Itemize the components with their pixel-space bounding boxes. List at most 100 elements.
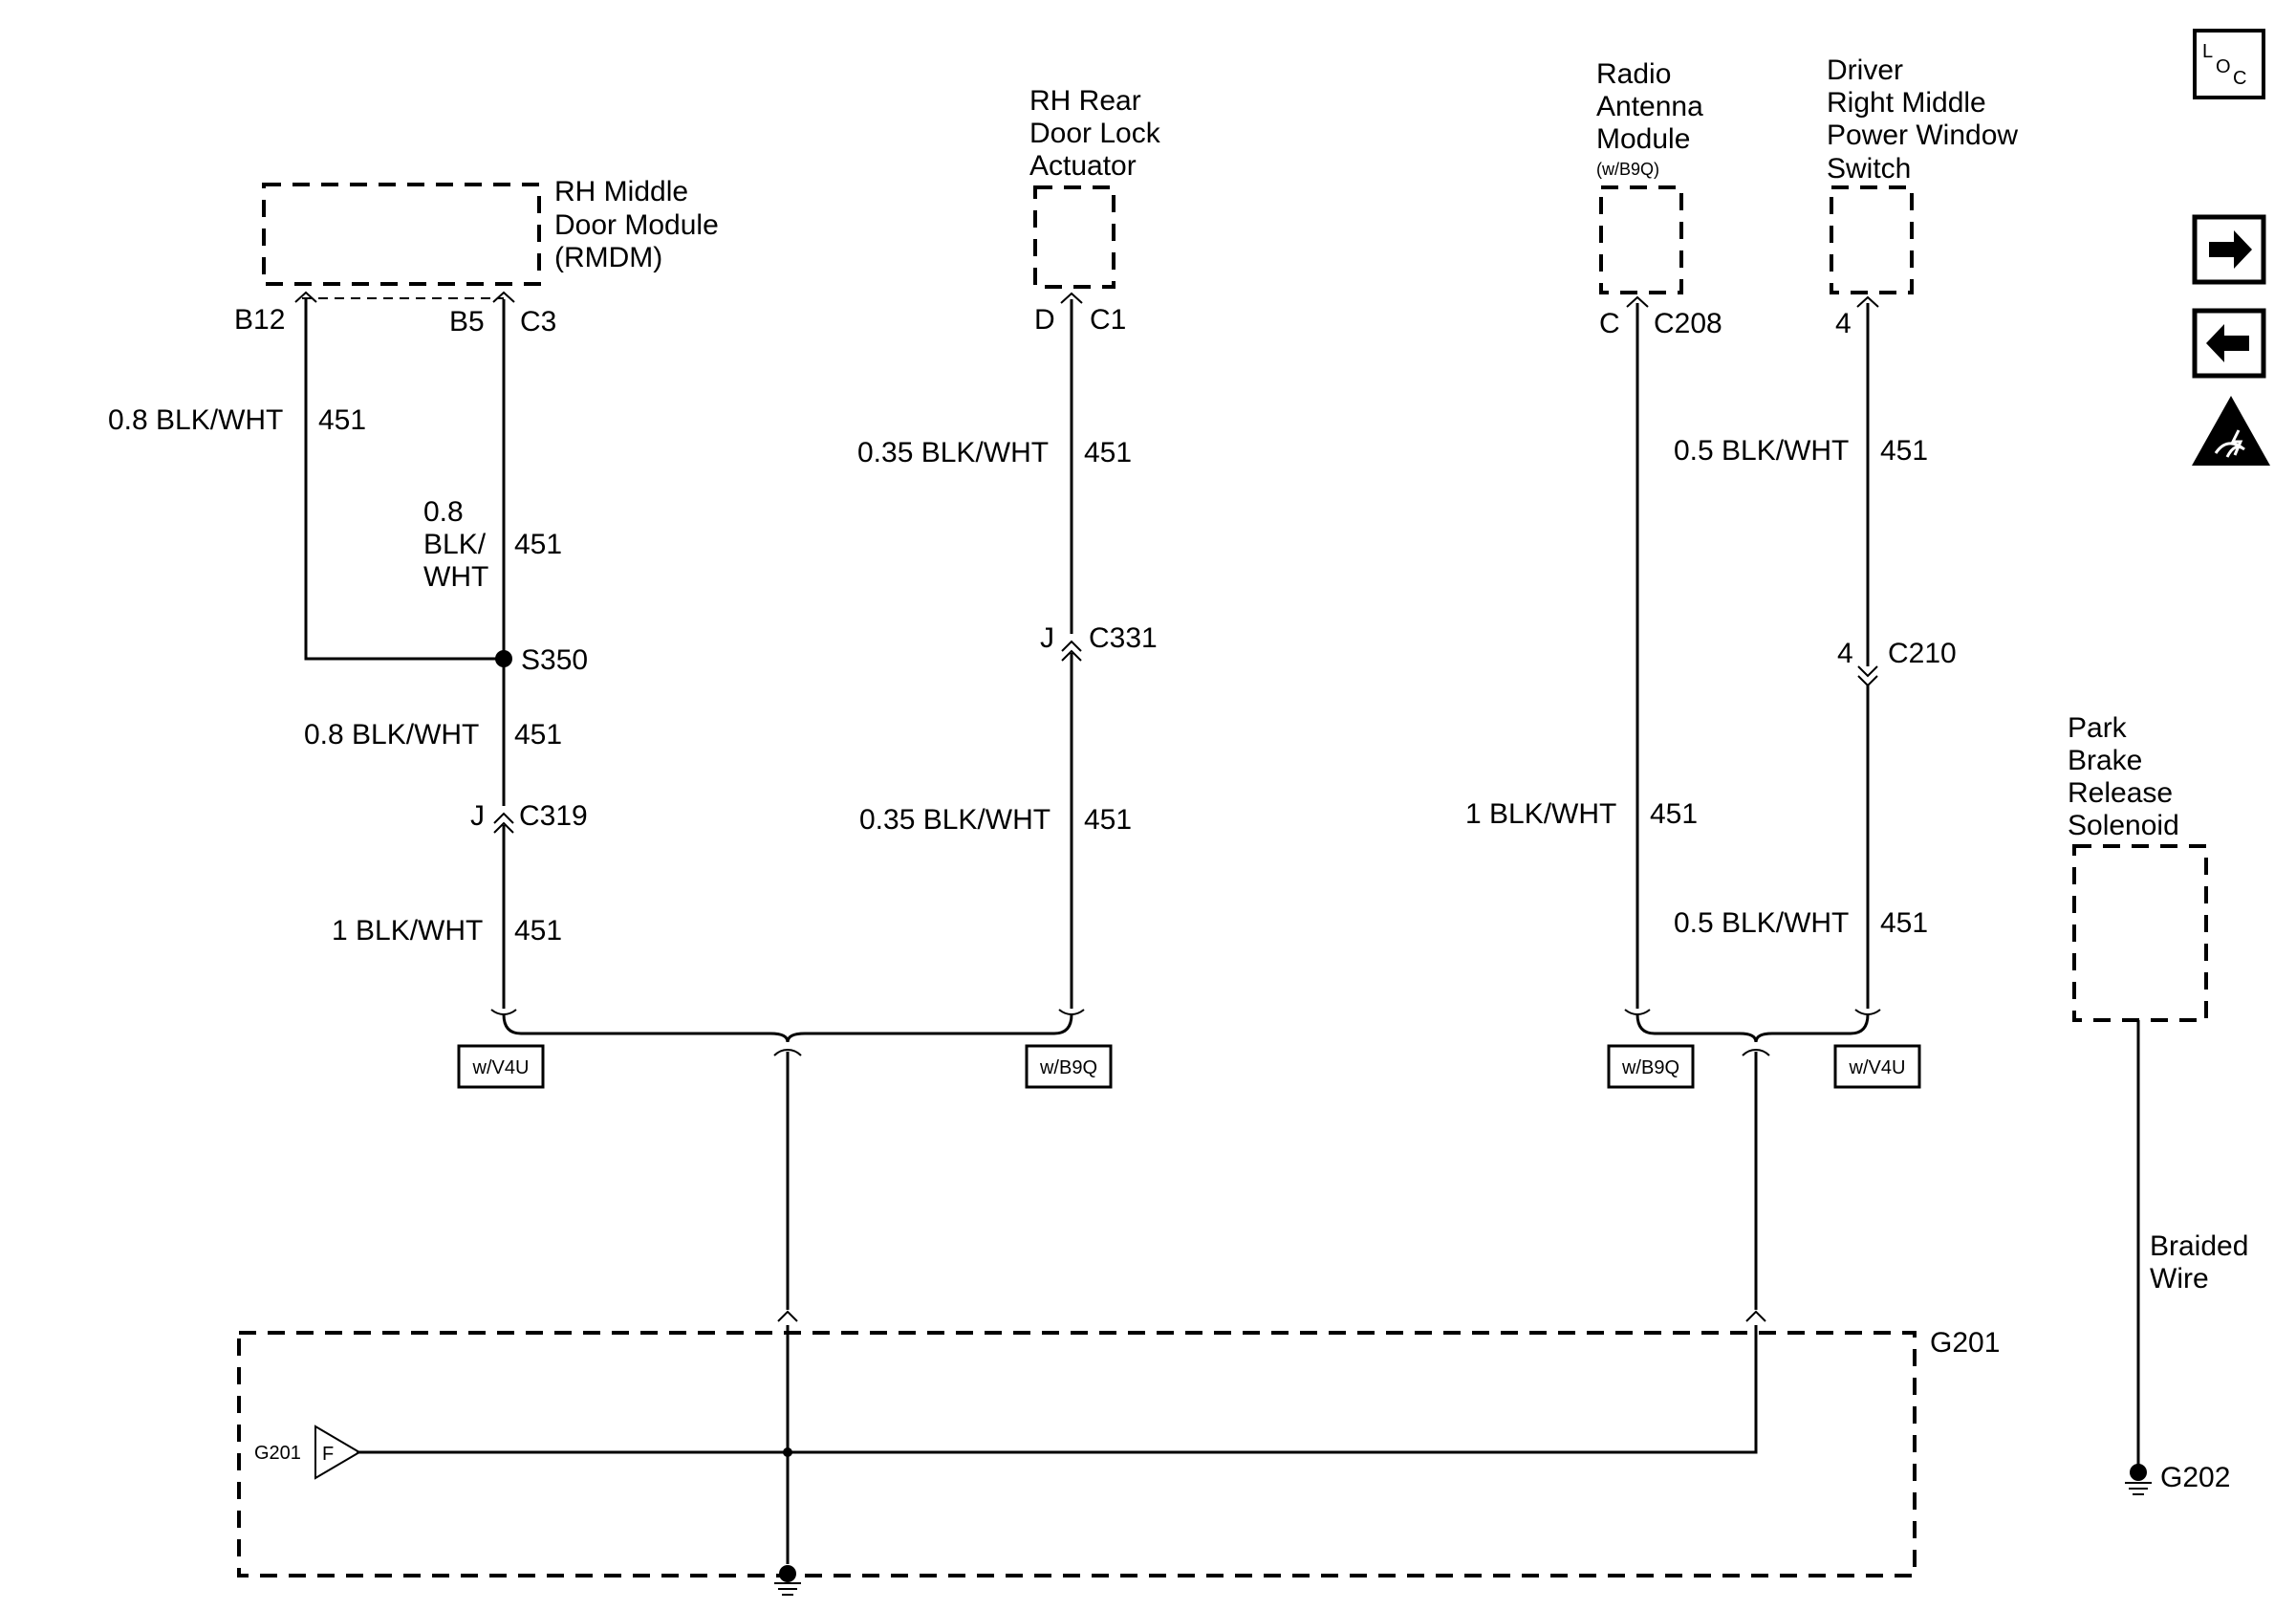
g201-pin-marker xyxy=(314,1425,361,1480)
park-brake-label-2: Brake xyxy=(2068,745,2142,776)
pin-c-label: C xyxy=(1599,308,1620,339)
option-right-b9q: w/B9Q xyxy=(1607,1044,1695,1089)
wire-rmdm-b12[interactable] xyxy=(304,299,504,661)
ground-symbol-g201 xyxy=(774,1565,801,1596)
left-option-bus[interactable] xyxy=(502,1013,1073,1043)
wire-c3-label-3: WHT xyxy=(423,561,488,593)
option-left-b9q: w/B9Q xyxy=(1025,1044,1113,1089)
braided-wire-label-1: Braided xyxy=(2150,1230,2248,1262)
g202-label: G202 xyxy=(2160,1462,2230,1493)
wire-switch-upper-label: 0.5 BLK/WHT xyxy=(1674,435,1849,467)
pin-4-terminal xyxy=(1856,295,1879,308)
rmdm-module[interactable]: RH Middle Door Module (RMDM) xyxy=(262,176,719,286)
splice-s350[interactable] xyxy=(495,650,512,667)
option-left-b9q-label: w/B9Q xyxy=(1039,1057,1097,1078)
connector-c208-label: C208 xyxy=(1654,308,1722,339)
pin-d-terminal xyxy=(1060,292,1083,304)
arrow-left-icon[interactable] xyxy=(2192,308,2266,379)
connector-c319-label: C319 xyxy=(519,800,588,832)
wire-g201-bus[interactable] xyxy=(357,1325,1758,1454)
splice-s350-label: S350 xyxy=(521,644,588,676)
pin-b5-terminal xyxy=(492,291,515,303)
door-lock-label-2: Door Lock xyxy=(1029,118,1161,149)
g201-ground-block[interactable]: G201 xyxy=(237,1327,2000,1577)
left-bus-drop-terminal xyxy=(773,1048,802,1056)
wire-s350-circuit: 451 xyxy=(514,719,562,751)
wire-b12-label: 0.8 BLK/WHT xyxy=(108,404,283,436)
pin-c-terminal xyxy=(1626,295,1649,308)
g201-pin-label: F xyxy=(322,1444,334,1465)
right-bus-terminal-2 xyxy=(1854,1009,1881,1016)
left-drop-ground-terminal xyxy=(777,1310,798,1322)
option-left-v4u: w/V4U xyxy=(457,1044,545,1089)
park-brake-solenoid[interactable]: Park Brake Release Solenoid xyxy=(2068,712,2208,1022)
option-right-v4u: w/V4U xyxy=(1833,1044,1921,1089)
pin-b12-label: B12 xyxy=(234,304,285,336)
connector-c331-pin: J xyxy=(1040,622,1054,654)
rmdm-label-3: (RMDM) xyxy=(554,242,662,273)
switch-label-2: Right Middle xyxy=(1827,87,1986,119)
door-lock-label-3: Actuator xyxy=(1029,150,1137,182)
rmdm-label-2: Door Module xyxy=(554,209,719,241)
wire-lock-upper-circuit: 451 xyxy=(1084,437,1132,468)
wire-switch-lower-circuit: 451 xyxy=(1880,907,1928,939)
wire-switch-upper-circuit: 451 xyxy=(1880,435,1928,467)
loc-icon-l: L xyxy=(2202,41,2213,62)
ground-symbol-g202 xyxy=(2125,1464,2152,1495)
option-right-v4u-label: w/V4U xyxy=(1849,1057,1906,1078)
esd-warning-icon[interactable] xyxy=(2192,396,2270,466)
antenna-label-1: Radio xyxy=(1596,58,1671,90)
loc-icon-o: O xyxy=(2216,56,2231,77)
door-lock-label-1: RH Rear xyxy=(1029,85,1141,117)
wire-c3-circuit: 451 xyxy=(514,529,562,560)
connector-c331-label: C331 xyxy=(1089,622,1158,654)
connector-c210[interactable] xyxy=(1857,665,1878,687)
g201-junction-dot xyxy=(783,1447,792,1457)
switch-label-1: Driver xyxy=(1827,54,1903,86)
connector-c3-label: C3 xyxy=(520,306,556,337)
braided-wire-label-2: Wire xyxy=(2150,1263,2209,1295)
connector-c210-label: C210 xyxy=(1888,638,1957,669)
switch-label-3: Power Window xyxy=(1827,120,2018,151)
wire-s350-label: 0.8 BLK/WHT xyxy=(304,719,479,751)
left-bus-terminal-1 xyxy=(490,1009,517,1016)
connector-c319[interactable] xyxy=(493,812,514,834)
option-left-v4u-label: w/V4U xyxy=(472,1057,530,1078)
right-option-bus[interactable] xyxy=(1635,1013,1870,1043)
connector-c1-label: C1 xyxy=(1090,304,1126,336)
door-lock-actuator[interactable]: RH Rear Door Lock Actuator xyxy=(1029,85,1161,289)
left-bus-terminal-2 xyxy=(1058,1009,1085,1016)
right-bus-drop-terminal xyxy=(1742,1048,1770,1056)
wire-c3-label-2: BLK/ xyxy=(423,529,487,560)
park-brake-label-3: Release xyxy=(2068,777,2173,809)
wire-antenna-label: 1 BLK/WHT xyxy=(1465,798,1616,830)
right-drop-ground-terminal xyxy=(1745,1310,1766,1322)
loc-icon[interactable]: L O C xyxy=(2193,29,2265,99)
power-window-switch[interactable]: Driver Right Middle Power Window Switch xyxy=(1827,54,2018,294)
wire-switch-lower-label: 0.5 BLK/WHT xyxy=(1674,907,1849,939)
connector-c319-pin: J xyxy=(470,800,485,832)
radio-antenna-module[interactable]: Radio Antenna Module (w/B9Q) xyxy=(1596,58,1703,294)
antenna-option-label: (w/B9Q) xyxy=(1596,160,1659,179)
wire-lock-lower-circuit: 451 xyxy=(1084,804,1132,836)
wire-c3-label-1: 0.8 xyxy=(423,496,464,528)
connector-c210-pin: 4 xyxy=(1837,638,1853,669)
pin-b12-terminal xyxy=(294,291,317,303)
loc-icon-c: C xyxy=(2233,68,2246,89)
wire-lock-upper-label: 0.35 BLK/WHT xyxy=(857,437,1049,468)
pin-d-label: D xyxy=(1034,304,1055,336)
right-bus-terminal-1 xyxy=(1624,1009,1651,1016)
pin-4-label: 4 xyxy=(1835,308,1852,339)
arrow-right-icon[interactable] xyxy=(2192,214,2266,285)
connector-c331[interactable] xyxy=(1061,640,1082,662)
antenna-label-3: Module xyxy=(1596,123,1690,155)
g201-label: G201 xyxy=(1930,1327,2000,1359)
pin-b5-label: B5 xyxy=(449,306,485,337)
wire-b12-circuit: 451 xyxy=(318,404,366,436)
wire-c319-circuit: 451 xyxy=(514,915,562,946)
rmdm-label-1: RH Middle xyxy=(554,176,688,207)
wire-lock-lower-label: 0.35 BLK/WHT xyxy=(859,804,1051,836)
park-brake-label-4: Solenoid xyxy=(2068,810,2179,841)
wire-c319-label: 1 BLK/WHT xyxy=(332,915,483,946)
